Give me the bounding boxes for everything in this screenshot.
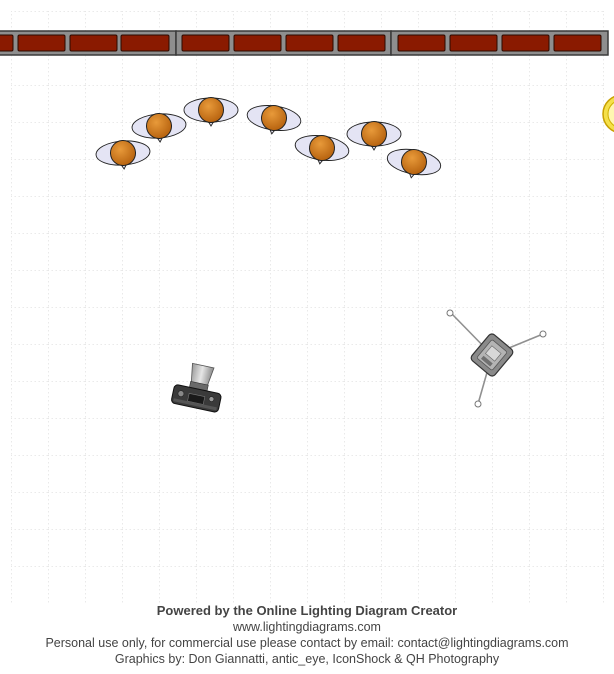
brick-wall-icon[interactable] <box>0 30 609 56</box>
powered-by-text: Powered by the Online Lighting Diagram C… <box>156 603 458 618</box>
person-icon[interactable] <box>131 112 187 144</box>
light-icon[interactable] <box>602 95 614 133</box>
light-stand-icon[interactable] <box>446 309 547 408</box>
person-icon[interactable] <box>346 121 402 151</box>
person-icon[interactable] <box>245 102 302 138</box>
website-link[interactable]: www.lightingdiagrams.com <box>233 620 381 634</box>
diagram-canvas <box>0 11 614 603</box>
credits-text: Graphics by: Don Giannatti, antic_eye, I… <box>114 652 500 666</box>
footer: Powered by the Online Lighting Diagram C… <box>0 603 614 667</box>
person-icon[interactable] <box>183 97 239 127</box>
grid <box>11 11 605 603</box>
person-icon[interactable] <box>293 132 350 168</box>
person-icon[interactable] <box>95 139 151 171</box>
license-text: Personal use only, for commercial use pl… <box>45 636 569 650</box>
bricks <box>0 34 602 52</box>
person-icon[interactable] <box>385 145 443 182</box>
camera-icon[interactable] <box>171 361 227 413</box>
